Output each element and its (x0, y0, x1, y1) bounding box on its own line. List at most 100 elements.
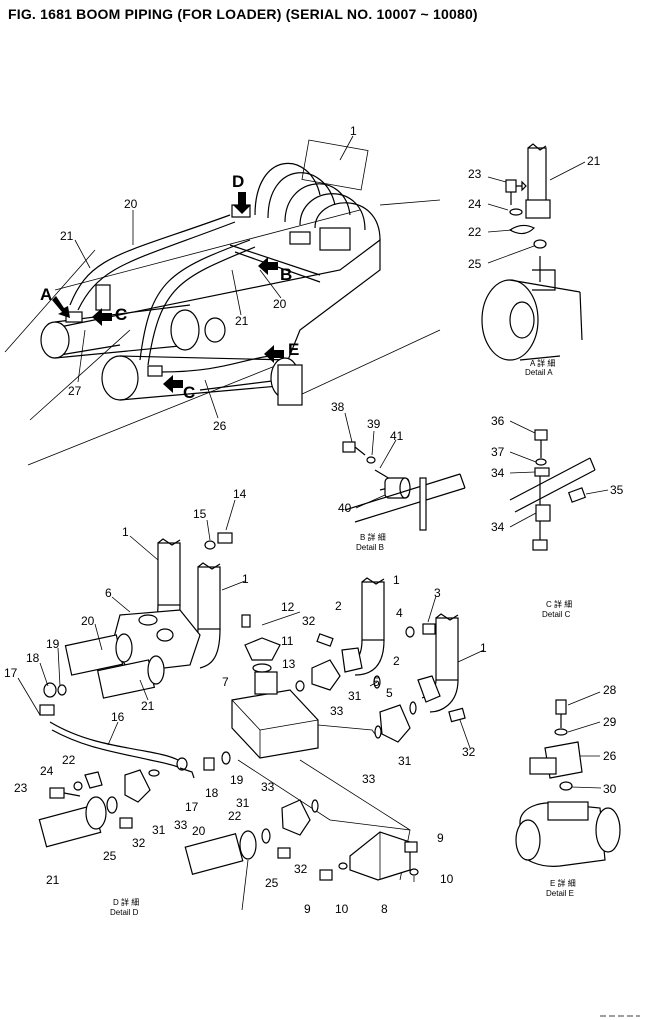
callout-d-6: 6 (105, 586, 112, 600)
callout-e-28: 28 (603, 683, 617, 697)
callout-a-25: 25 (468, 257, 482, 271)
view-letter-c-lower: C (183, 383, 195, 402)
callout-m-13: 13 (282, 657, 296, 671)
view-letter-e: E (288, 340, 299, 359)
callout-m-8: 8 (381, 902, 388, 916)
callout-m-2b: 2 (393, 654, 400, 668)
callout-a-22: 22 (468, 225, 482, 239)
detail-d-caption: Detail D (110, 908, 139, 917)
callout-m-20: 20 (192, 824, 206, 838)
callout-m-1c: 1 (393, 573, 400, 587)
callout-c-34a: 34 (491, 466, 505, 480)
callout-m-5a: 5 (373, 675, 380, 689)
callout-m-1d: 1 (480, 641, 487, 655)
callout-main-21b: 21 (235, 314, 249, 328)
callout-m-5b: 5 (386, 686, 393, 700)
callout-m-4: 4 (396, 606, 403, 620)
callout-main-1: 1 (350, 124, 357, 138)
callout-d-31a: 31 (152, 823, 166, 837)
callout-d-23: 23 (14, 781, 28, 795)
callout-m-9a: 9 (437, 831, 444, 845)
callout-d-22: 22 (62, 753, 76, 767)
callout-e-26: 26 (603, 749, 617, 763)
callout-m-31b: 31 (348, 689, 362, 703)
callout-c-37: 37 (491, 445, 505, 459)
detail-d-drawing: 1 15 14 1 6 20 19 17 18 21 16 22 24 23 2… (4, 487, 249, 917)
callout-b-41: 41 (390, 429, 404, 443)
callout-d-33a: 33 (174, 818, 188, 832)
callout-d-17b: 17 (185, 800, 199, 814)
callout-m-10b: 10 (335, 902, 349, 916)
detail-b-caption-cjk: B 詳 細 (360, 532, 386, 542)
callout-m-3: 3 (434, 586, 441, 600)
detail-d-caption-cjk: D 詳 細 (113, 897, 139, 907)
callout-m-7: 7 (222, 675, 229, 689)
callout-b-39: 39 (367, 417, 381, 431)
callout-a-21: 21 (587, 154, 601, 168)
callout-c-34b: 34 (491, 520, 505, 534)
callout-e-30: 30 (603, 782, 617, 796)
callout-d-14: 14 (233, 487, 247, 501)
callout-m-33d: 33 (261, 780, 275, 794)
detail-e-caption-cjk: E 詳 細 (550, 878, 576, 888)
callout-m-10a: 10 (440, 872, 454, 886)
callout-m-33c: 33 (362, 772, 376, 786)
callout-main-20: 20 (124, 197, 138, 211)
view-letter-b: B (280, 265, 292, 284)
callout-a-23: 23 (468, 167, 482, 181)
callout-d-18b: 18 (205, 786, 219, 800)
callout-m-32a: 32 (302, 614, 316, 628)
callout-main-27: 27 (68, 384, 82, 398)
callout-main-20b: 20 (273, 297, 287, 311)
callout-m-11: 11 (281, 634, 294, 648)
callout-d-15: 15 (193, 507, 207, 521)
detail-a-caption-cjk: A 詳 細 (530, 358, 555, 368)
callout-d-16: 16 (111, 710, 125, 724)
callout-m-31c: 31 (398, 754, 412, 768)
view-letter-d: D (232, 172, 244, 191)
callout-m-25: 25 (265, 876, 279, 890)
callout-m-31d: 31 (236, 796, 250, 810)
detail-c-caption: Detail C (542, 610, 571, 619)
detail-e-caption: Detail E (546, 889, 574, 898)
callout-d-20a: 20 (81, 614, 95, 628)
callout-d-18a: 18 (26, 651, 40, 665)
callout-c-35: 35 (610, 483, 624, 497)
callout-d-19a: 19 (46, 637, 60, 651)
boom-overview-drawing (4, 135, 441, 466)
manifold-exploded-drawing: 12 32 2 1 4 3 1 11 13 7 31 5 2 33 5 32 3… (184, 573, 487, 916)
callout-m-12: 12 (281, 600, 295, 614)
callout-b-40: 40 (338, 501, 352, 515)
callout-b-38: 38 (331, 400, 345, 414)
callout-m-22: 22 (228, 809, 242, 823)
callout-d-1a: 1 (122, 525, 129, 539)
detail-b-caption: Detail B (356, 543, 384, 552)
callout-d-32a: 32 (132, 836, 146, 850)
callout-d-17a: 17 (4, 666, 18, 680)
callout-a-24: 24 (468, 197, 482, 211)
detail-b-drawing: 38 39 41 40 B 詳 細 Detail B (331, 400, 466, 552)
callout-d-19b: 19 (230, 773, 244, 787)
callout-m-33b: 33 (330, 704, 344, 718)
callout-e-29: 29 (603, 715, 617, 729)
callout-m-32c: 32 (294, 862, 308, 876)
callout-d-24: 24 (40, 764, 54, 778)
view-letter-a: A (40, 285, 52, 304)
detail-c-drawing: 36 37 34 35 34 C 詳 細 Detail C (491, 414, 624, 619)
callout-m-2a: 2 (335, 599, 342, 613)
callout-main-26: 26 (213, 419, 227, 433)
callout-m-32b: 32 (462, 745, 476, 759)
callout-d-21b: 21 (46, 873, 60, 887)
callout-c-36: 36 (491, 414, 505, 428)
figure-title: FIG. 1681 BOOM PIPING (FOR LOADER) (SERI… (8, 6, 478, 22)
detail-a-caption: Detail A (525, 368, 553, 377)
boom-overview-callouts: 1 20 21 27 26 21 20 D B A C C E (40, 124, 357, 433)
callout-m-9b: 9 (304, 902, 311, 916)
detail-c-caption-cjk: C 詳 細 (546, 599, 572, 609)
view-letter-c-upper: C (115, 305, 127, 324)
callout-d-1b: 1 (242, 572, 249, 586)
callout-main-21: 21 (60, 229, 74, 243)
callout-d-21a: 21 (141, 699, 155, 713)
callout-d-25a: 25 (103, 849, 117, 863)
